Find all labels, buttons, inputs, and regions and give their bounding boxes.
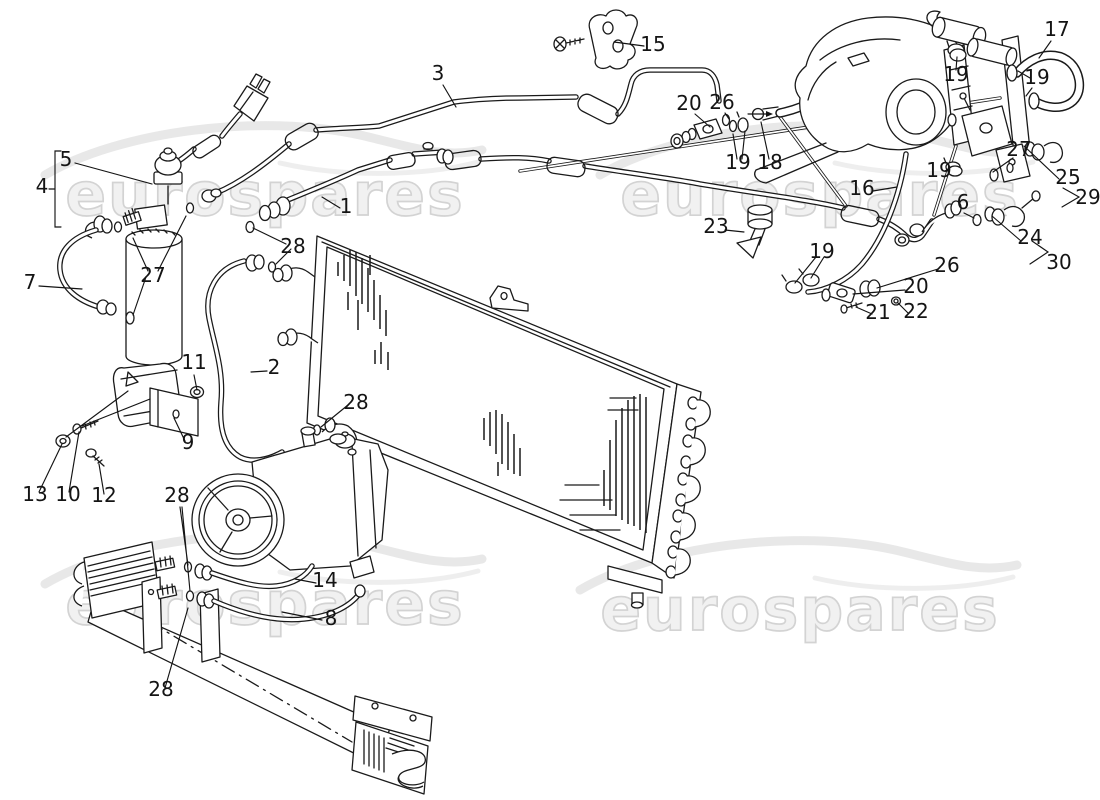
solenoid-valves <box>926 10 1018 67</box>
bracket-4 <box>48 150 62 228</box>
callout-24: 24 <box>1017 225 1042 249</box>
pressure-switch-connector <box>163 73 271 171</box>
callout-28d: 28 <box>148 677 173 701</box>
hose-2 <box>205 254 285 463</box>
blower-housing <box>754 16 968 184</box>
callout-27b: 27 <box>1006 137 1031 161</box>
rail-end-unit <box>351 695 433 795</box>
callout-21: 21 <box>865 300 890 324</box>
callout-12: 12 <box>91 483 116 507</box>
callout-23: 23 <box>703 214 728 238</box>
condenser-foot <box>607 565 663 609</box>
callout-2: 2 <box>268 355 281 379</box>
callout-28c: 28 <box>343 390 368 414</box>
callout-28a: 28 <box>280 234 305 258</box>
condenser-tube-loops <box>651 383 711 579</box>
fitting-25 <box>1024 141 1064 164</box>
condenser-ports <box>267 261 319 347</box>
callout-1: 1 <box>340 194 353 218</box>
callout-29: 29 <box>1075 185 1100 209</box>
callout-22: 22 <box>903 299 928 323</box>
screw-12 <box>85 448 105 467</box>
callout-30: 30 <box>1046 250 1071 274</box>
hose-8 <box>211 584 366 623</box>
condenser-bracket-tab <box>489 285 529 312</box>
callout-6: 6 <box>957 190 970 214</box>
callout-3: 3 <box>432 61 445 85</box>
callout-27a: 27 <box>140 263 165 287</box>
compressor <box>191 426 389 579</box>
condenser <box>267 235 711 609</box>
hose-1 <box>245 141 935 243</box>
callout-4: 4 <box>36 174 49 198</box>
hose-end-18 <box>747 106 780 121</box>
fitting-cluster-upper <box>670 118 723 149</box>
callout-13: 13 <box>22 482 47 506</box>
callout-19e: 19 <box>809 239 834 263</box>
pipe-clamp-15 <box>553 9 638 70</box>
hose-7 <box>57 227 117 316</box>
hose-clamp-19-top <box>946 40 967 62</box>
callout-10: 10 <box>55 482 80 506</box>
drier-clamp-bracket <box>55 362 205 467</box>
callout-14: 14 <box>312 568 337 592</box>
evaporator-core <box>73 541 221 663</box>
callout-20a: 20 <box>676 91 701 115</box>
bracket-30 <box>1029 240 1050 265</box>
pipe-3 <box>201 67 749 203</box>
callout-19b: 19 <box>1024 65 1049 89</box>
expansion-valve <box>947 92 1031 183</box>
clutch-pulley <box>191 473 285 567</box>
callout-8: 8 <box>325 606 338 630</box>
hose-17 <box>1006 50 1085 112</box>
callout-15: 15 <box>640 32 665 56</box>
fitting-24 <box>984 190 1041 228</box>
evaporator-fittings <box>154 555 215 609</box>
callout-7: 7 <box>24 270 37 294</box>
callout-18: 18 <box>757 150 782 174</box>
screw-21 <box>840 302 863 314</box>
valve-assembly <box>894 10 1064 247</box>
callout-11: 11 <box>181 350 206 374</box>
o-ring-27 <box>989 168 999 182</box>
leader-lines <box>38 40 1081 689</box>
callout-5: 5 <box>60 147 73 171</box>
clamp-bolt <box>553 36 585 52</box>
callout-19d: 19 <box>926 158 951 182</box>
callout-28b: 28 <box>164 483 189 507</box>
callout-19c: 19 <box>725 150 750 174</box>
compressor-ports <box>300 426 357 456</box>
callout-20b: 20 <box>903 274 928 298</box>
callout-26a: 26 <box>709 90 734 114</box>
drain-funnel-23 <box>736 204 773 259</box>
callout-19a: 19 <box>943 62 968 86</box>
hose-14 <box>209 563 315 590</box>
bracket-29 <box>1061 187 1081 208</box>
callout-labels: 3 15 17 19 19 20 26 19 18 16 27 19 25 29… <box>22 17 1100 701</box>
o-ring-6 <box>972 213 982 227</box>
callout-25: 25 <box>1055 165 1080 189</box>
callout-16: 16 <box>849 176 874 200</box>
hose-clamp-19-mid <box>943 157 963 177</box>
callout-17: 17 <box>1044 17 1069 41</box>
union-fittings-mid <box>894 200 962 247</box>
callout-26b: 26 <box>934 253 959 277</box>
callout-9: 9 <box>182 430 195 454</box>
